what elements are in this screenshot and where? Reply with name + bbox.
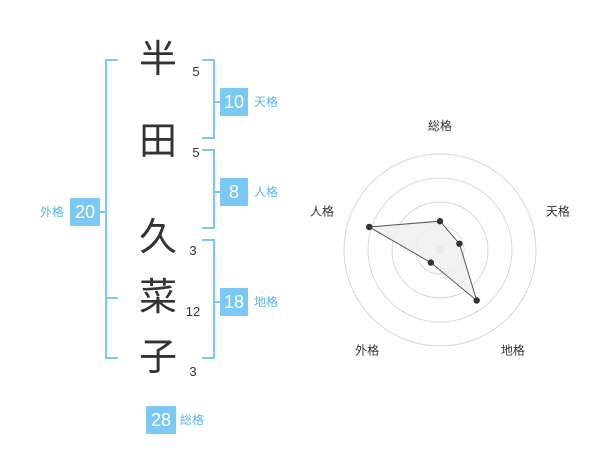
radar-grid-ring (343, 153, 537, 347)
name-char-2: 田 (138, 119, 177, 163)
radar-axis-label-5: 人格 (310, 204, 334, 219)
stroke-count-1: 5 (192, 64, 200, 79)
radar-axis-label-3: 地格 (501, 342, 525, 357)
jinkaku-badge: 8 (220, 178, 248, 206)
radar-axis-label-1: 総格 (428, 118, 452, 133)
stroke-count-3: 3 (189, 243, 197, 258)
stroke-count-2: 5 (192, 145, 200, 160)
chikaku-badge: 18 (220, 288, 248, 316)
radar-point-3 (473, 297, 480, 304)
radar-axis-label-4: 外格 (355, 342, 379, 357)
radar-point-2 (456, 240, 463, 247)
soukaku-badge: 28 (146, 406, 176, 434)
name-char-1: 半 (138, 37, 177, 81)
stroke-count-4: 12 (185, 304, 201, 319)
jinkaku-label: 人格 (254, 185, 279, 199)
gaikaku-badge: 20 (70, 198, 100, 226)
tenkaku-badge: 10 (220, 88, 248, 116)
gaikaku-label: 外格 (40, 205, 65, 219)
radar-point-5 (366, 223, 373, 231)
name-char-4: 菜 (138, 275, 177, 319)
radar-point-1 (436, 218, 444, 225)
gaikaku-bracket (105, 59, 118, 359)
chikaku-label: 地格 (254, 295, 279, 309)
name-char-3: 久 (138, 215, 177, 259)
name-char-5: 子 (138, 335, 177, 379)
stroke-count-5: 3 (189, 364, 197, 379)
chikaku-bracket (202, 239, 215, 359)
soukaku-label: 総格 (180, 413, 205, 427)
radar-axis-label-2: 天格 (546, 204, 570, 219)
radar-value-polygon (367, 220, 478, 302)
radar-grid-ring (391, 201, 489, 299)
tenkaku-bracket (202, 59, 215, 139)
radar-point-4 (427, 259, 435, 266)
radar-grid-ring (367, 177, 513, 323)
jinkaku-bracket (202, 149, 215, 229)
tenkaku-label: 天格 (254, 95, 279, 109)
